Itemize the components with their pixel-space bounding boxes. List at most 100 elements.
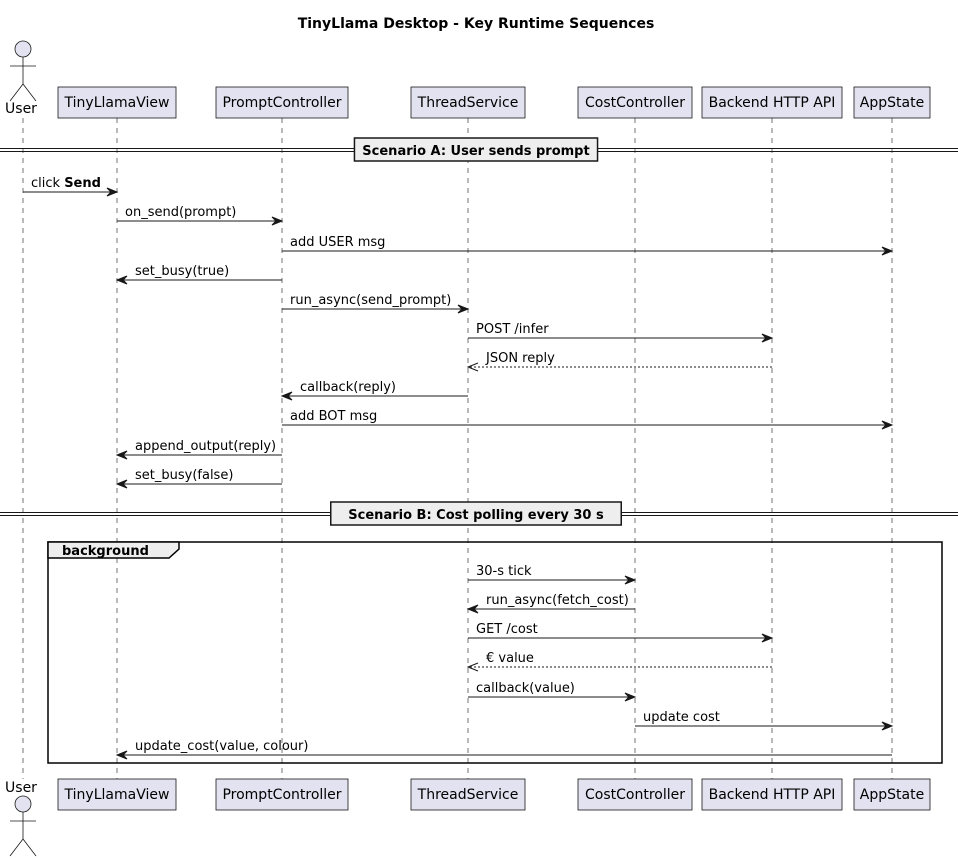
diagram-title: TinyLlama Desktop - Key Runtime Sequence… [298,16,655,32]
participant-label: ThreadService [417,95,519,111]
participant-user-bottom: User [5,780,37,857]
participant-box [701,86,843,119]
group-label: background [62,544,149,559]
arrowhead [624,692,637,702]
arrowhead [466,662,479,672]
arrowhead [881,721,894,731]
participant-cost-bottom: CostController [577,778,693,811]
participant-view-bottom: TinyLlamaView [57,778,177,811]
scenario-header-box [353,137,599,162]
participant-box [57,86,177,119]
message-prompt-to-view: set_busy(false) [115,468,282,489]
arrowhead [115,275,128,285]
message-label: callback(value) [476,681,575,696]
message-thread-to-cost: callback(value) [468,681,637,702]
scenario-divider: Scenario B: Cost polling every 30 s [0,501,958,526]
arrowhead [881,420,894,430]
participant-box [577,86,693,119]
participant-box [701,778,843,811]
scenario-header: Scenario A: User sends prompt [362,144,589,159]
arrowhead [761,633,774,643]
arrowhead [115,750,128,760]
message-prompt-to-view: set_busy(true) [115,264,282,285]
participant-label: TinyLlamaView [64,787,170,803]
message-thread-to-api: POST /infer [468,322,774,343]
message-label: on_send(prompt) [125,205,236,220]
participant-label: PromptController [222,787,341,803]
arrowhead [761,333,774,343]
participant-label: ThreadService [417,787,519,803]
message-label: 30-s tick [476,564,532,579]
scenario-header-box [330,501,622,526]
arrowhead [280,391,293,401]
participant-box [215,86,349,119]
participant-thread-bottom: ThreadService [410,778,526,811]
participant-box [410,86,526,119]
participant-box [577,778,693,811]
arrowhead [466,604,479,614]
participant-state-top: AppState [853,86,931,119]
arrowhead [115,479,128,489]
message-api-to-thread: JSON reply [466,351,772,372]
message-user-to-view: click Send [23,176,119,197]
arrowhead [466,362,479,372]
message-label: callback(reply) [300,380,396,395]
participant-prompt-bottom: PromptController [215,778,349,811]
participant-box [410,778,526,811]
arrowhead [457,304,470,314]
message-label: run_async(send_prompt) [290,293,451,308]
participant-box [215,778,349,811]
message-cost-to-state: update cost [635,710,894,731]
participant-thread-top: ThreadService [410,86,526,119]
message-thread-to-cost: 30-s tick [468,564,637,585]
participant-state-bottom: AppState [853,778,931,811]
message-label: append_output(reply) [135,439,276,454]
message-prompt-to-state: add BOT msg [282,409,894,430]
message-view-to-prompt: on_send(prompt) [117,205,284,226]
participant-label: CostController [585,787,685,803]
arrowhead [624,575,637,585]
arrowhead [271,216,284,226]
arrowhead [115,450,128,460]
participant-prompt-top: PromptController [215,86,349,119]
message-label: set_busy(true) [135,264,229,279]
message-state-to-view: update_cost(value, colour) [115,739,892,760]
participant-box [57,778,177,811]
arrowhead [881,246,894,256]
message-label: JSON reply [485,351,555,366]
message-prompt-to-state: add USER msg [282,235,894,256]
message-prompt-to-thread: run_async(send_prompt) [282,293,470,314]
participant-api-top: Backend HTTP API [701,86,843,119]
participant-label: TinyLlamaView [64,95,170,111]
message-label: click Send [31,176,101,191]
group-frame: background [47,541,943,764]
message-label-bold: Send [64,176,101,191]
message-label: add BOT msg [290,409,377,424]
participant-label: User [5,101,37,117]
participant-label: AppState [860,95,924,111]
participant-label: User [5,780,37,796]
message-label: € value [486,651,534,666]
message-thread-to-prompt: callback(reply) [280,380,468,401]
message-prompt-to-view: append_output(reply) [115,439,282,460]
participant-label: Backend HTTP API [709,95,836,111]
participant-cost-top: CostController [577,86,693,119]
group-tab [47,541,180,559]
participant-box [853,86,931,119]
message-label: run_async(fetch_cost) [486,593,629,608]
message-label: POST /infer [476,322,549,337]
message-label: set_busy(false) [135,468,233,483]
message-cost-to-thread: run_async(fetch_cost) [466,593,635,614]
message-label: update_cost(value, colour) [135,739,308,754]
message-thread-to-api: GET /cost [468,622,774,643]
actor-icon [9,795,37,857]
participant-label: Backend HTTP API [709,787,836,803]
participant-api-bottom: Backend HTTP API [701,778,843,811]
participant-user-top: User [5,40,37,117]
scenario-divider: Scenario A: User sends prompt [0,137,958,162]
message-api-to-thread: € value [466,651,772,672]
actor-icon [9,40,37,102]
message-label: update cost [643,710,720,725]
scenario-header: Scenario B: Cost polling every 30 s [348,508,604,523]
